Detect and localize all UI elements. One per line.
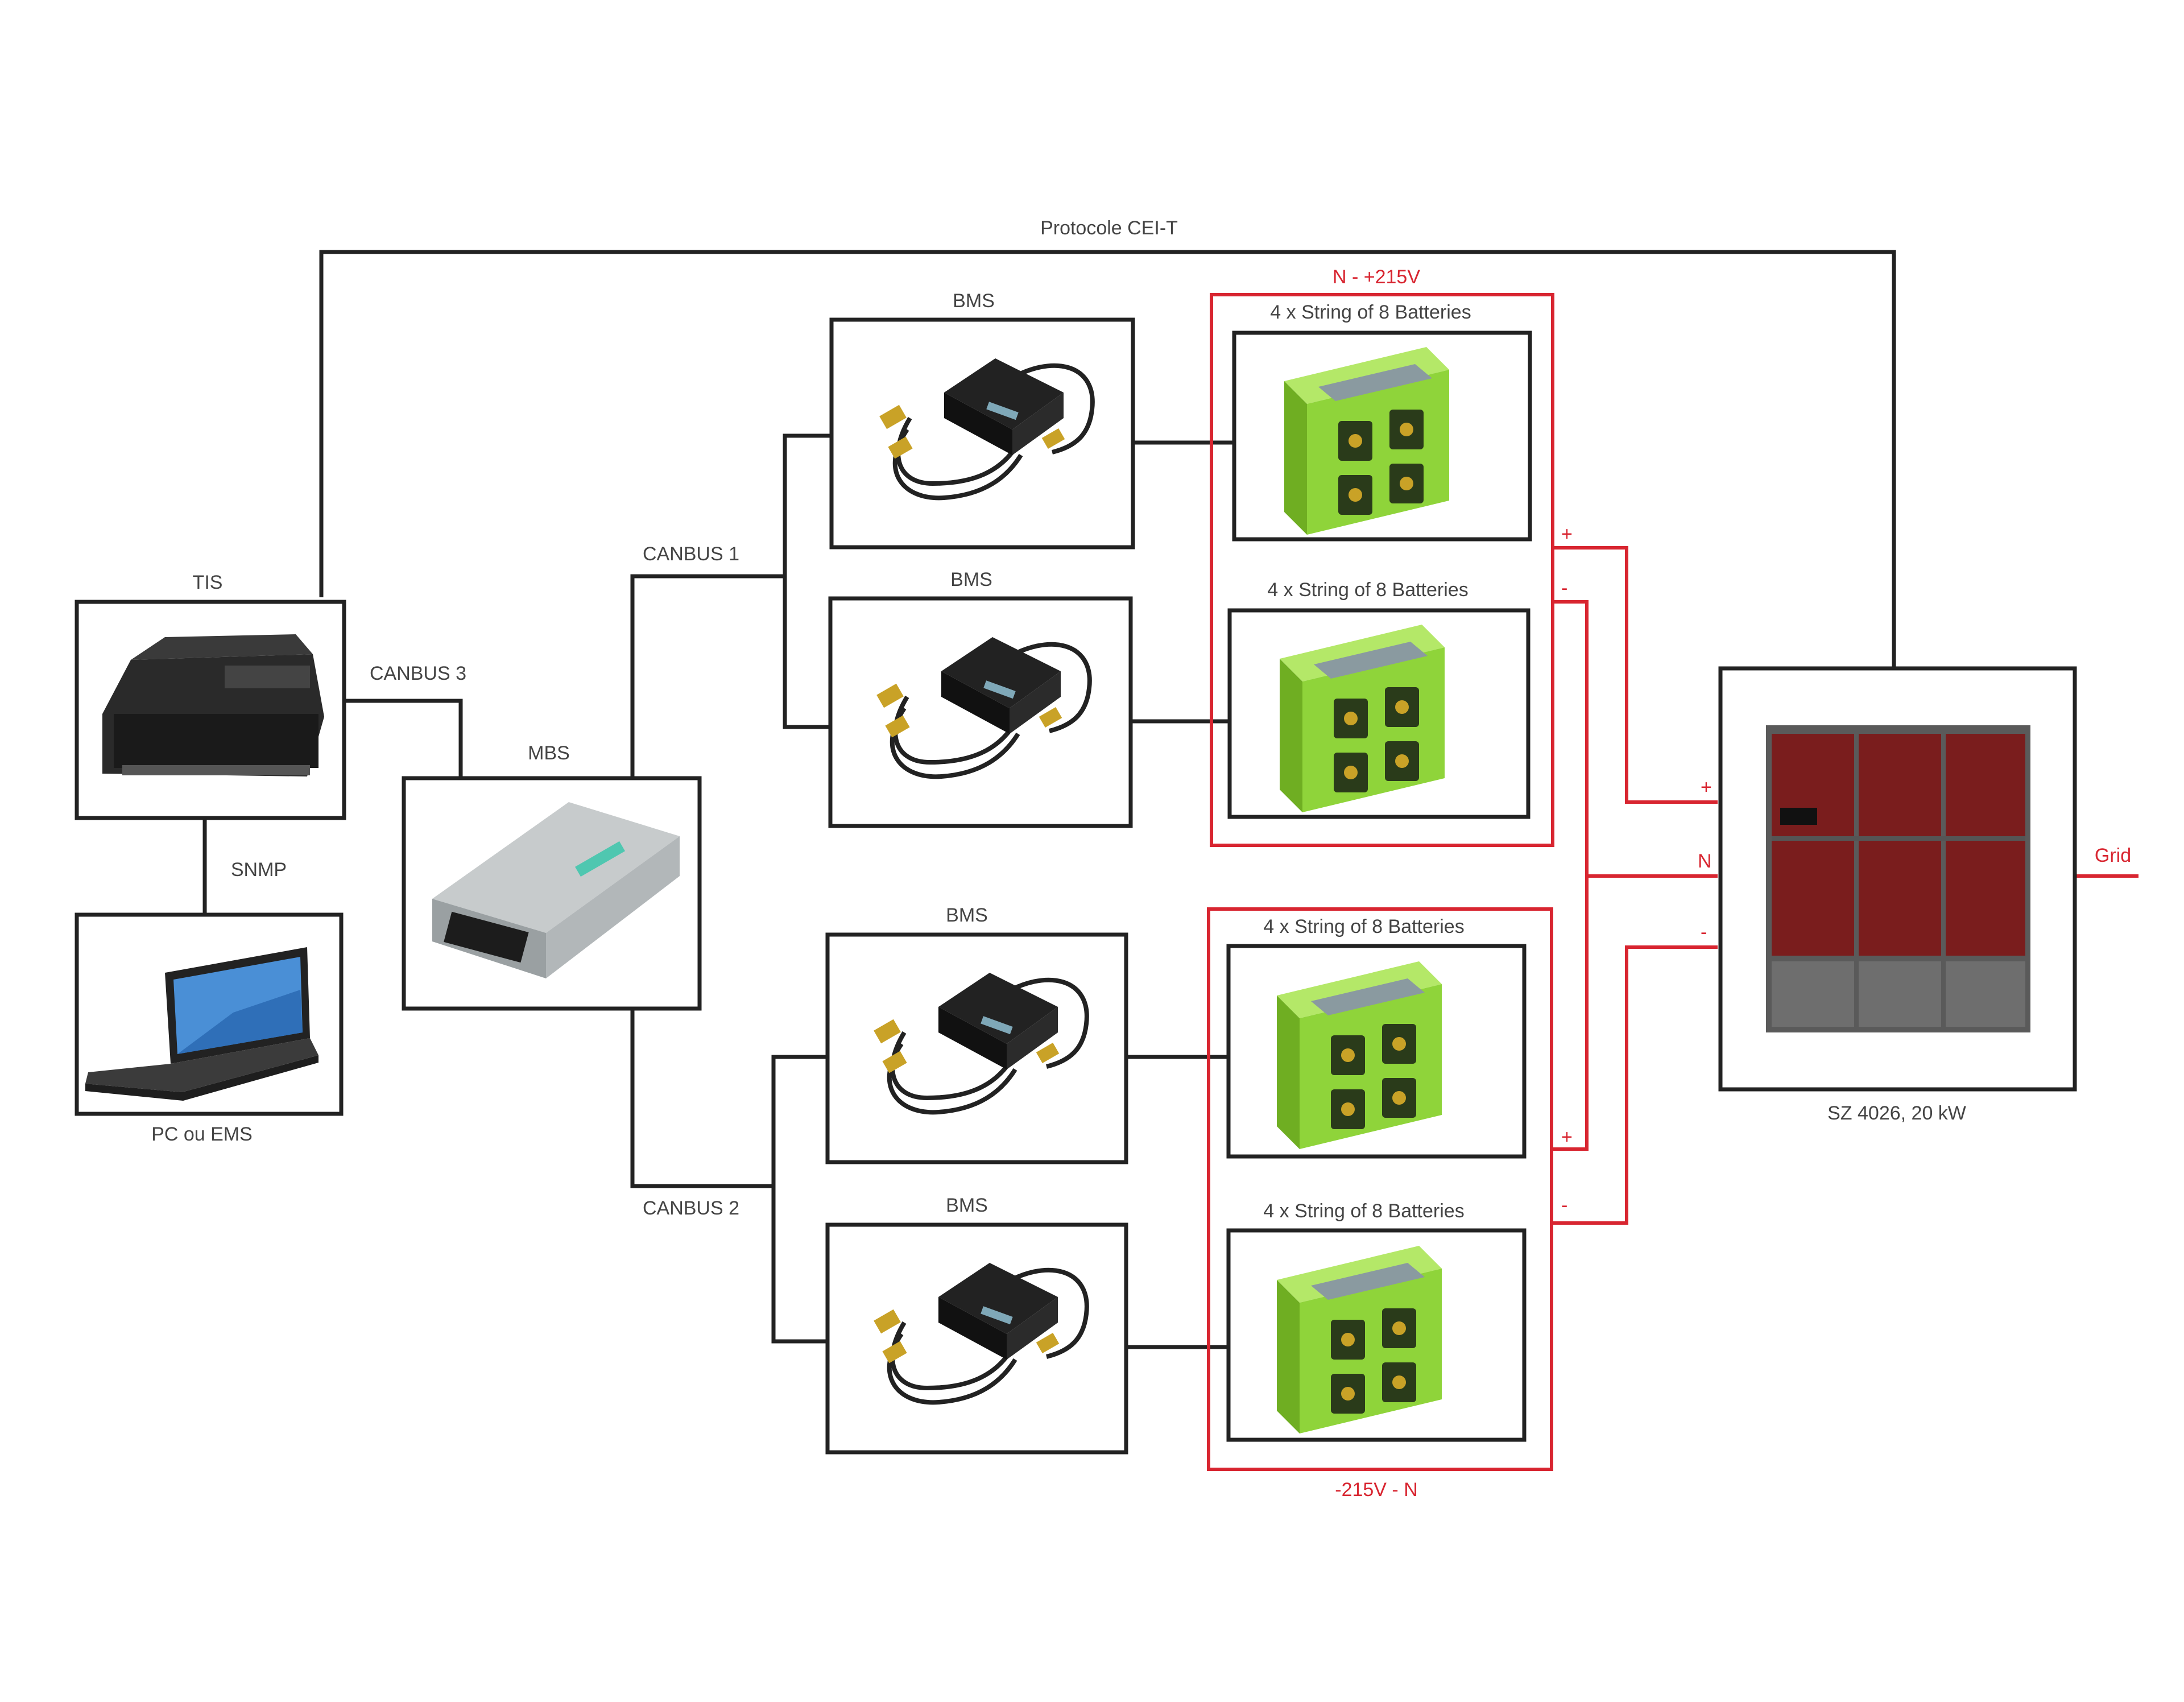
- canbus1-label: CANBUS 1: [643, 543, 739, 565]
- laptop-icon: [85, 947, 318, 1101]
- inverter-n-terminal: N: [1698, 850, 1712, 872]
- canbus2-bus: [771, 1055, 828, 1344]
- pc-ems-label: PC ou EMS: [151, 1123, 253, 1145]
- canbus3-link: [344, 699, 463, 778]
- mbs-label: MBS: [528, 742, 570, 764]
- master-controller-icon: [432, 802, 680, 978]
- inverter-label: SZ 4026, 20 kW: [1827, 1102, 1966, 1124]
- inverter-minus-terminal: -: [1701, 922, 1707, 943]
- term-plus-out2: +: [1561, 1126, 1573, 1148]
- canbus1-bus: [783, 433, 830, 729]
- string-4-label: 4 x String of 8 Batteries: [1263, 1200, 1464, 1222]
- canbus2-label: CANBUS 2: [643, 1197, 739, 1219]
- bms-2-label: BMS: [950, 569, 992, 590]
- bms-3-label: BMS: [946, 904, 988, 926]
- snmp-label: SNMP: [231, 859, 287, 881]
- canbus1-link: [630, 574, 785, 778]
- bms-1-label: BMS: [953, 290, 995, 312]
- grid-label: Grid: [2095, 845, 2131, 866]
- plus-power-line: [1553, 546, 1718, 804]
- bottom-battery-group: [1207, 907, 1553, 1471]
- bms-4-label: BMS: [946, 1195, 988, 1216]
- protocol-label: Protocole CEI-T: [1040, 217, 1178, 239]
- inverter-cabinet-icon: [1766, 725, 2030, 1032]
- term-minus-out: -: [1561, 577, 1567, 599]
- bottom-group-label: -215V - N: [1335, 1479, 1418, 1501]
- inverter-plus-terminal: +: [1701, 776, 1712, 798]
- top-battery-group: [1210, 293, 1554, 847]
- tis-label: TIS: [193, 572, 223, 593]
- string-2-label: 4 x String of 8 Batteries: [1267, 579, 1468, 601]
- canbus2-link: [630, 1009, 774, 1188]
- protocol-link: [319, 250, 1896, 668]
- top-group-label: N - +215V: [1333, 266, 1420, 288]
- term-plus-out: +: [1561, 523, 1573, 545]
- term-minus-out2: -: [1561, 1195, 1567, 1216]
- string-1-label: 4 x String of 8 Batteries: [1270, 301, 1471, 323]
- din-rail-controller-icon: [102, 634, 324, 776]
- string-3-label: 4 x String of 8 Batteries: [1263, 916, 1464, 937]
- minus-power-line: [1553, 945, 1718, 1225]
- neutral-loop-line: [1553, 600, 1589, 1151]
- canbus3-label: CANBUS 3: [370, 663, 466, 684]
